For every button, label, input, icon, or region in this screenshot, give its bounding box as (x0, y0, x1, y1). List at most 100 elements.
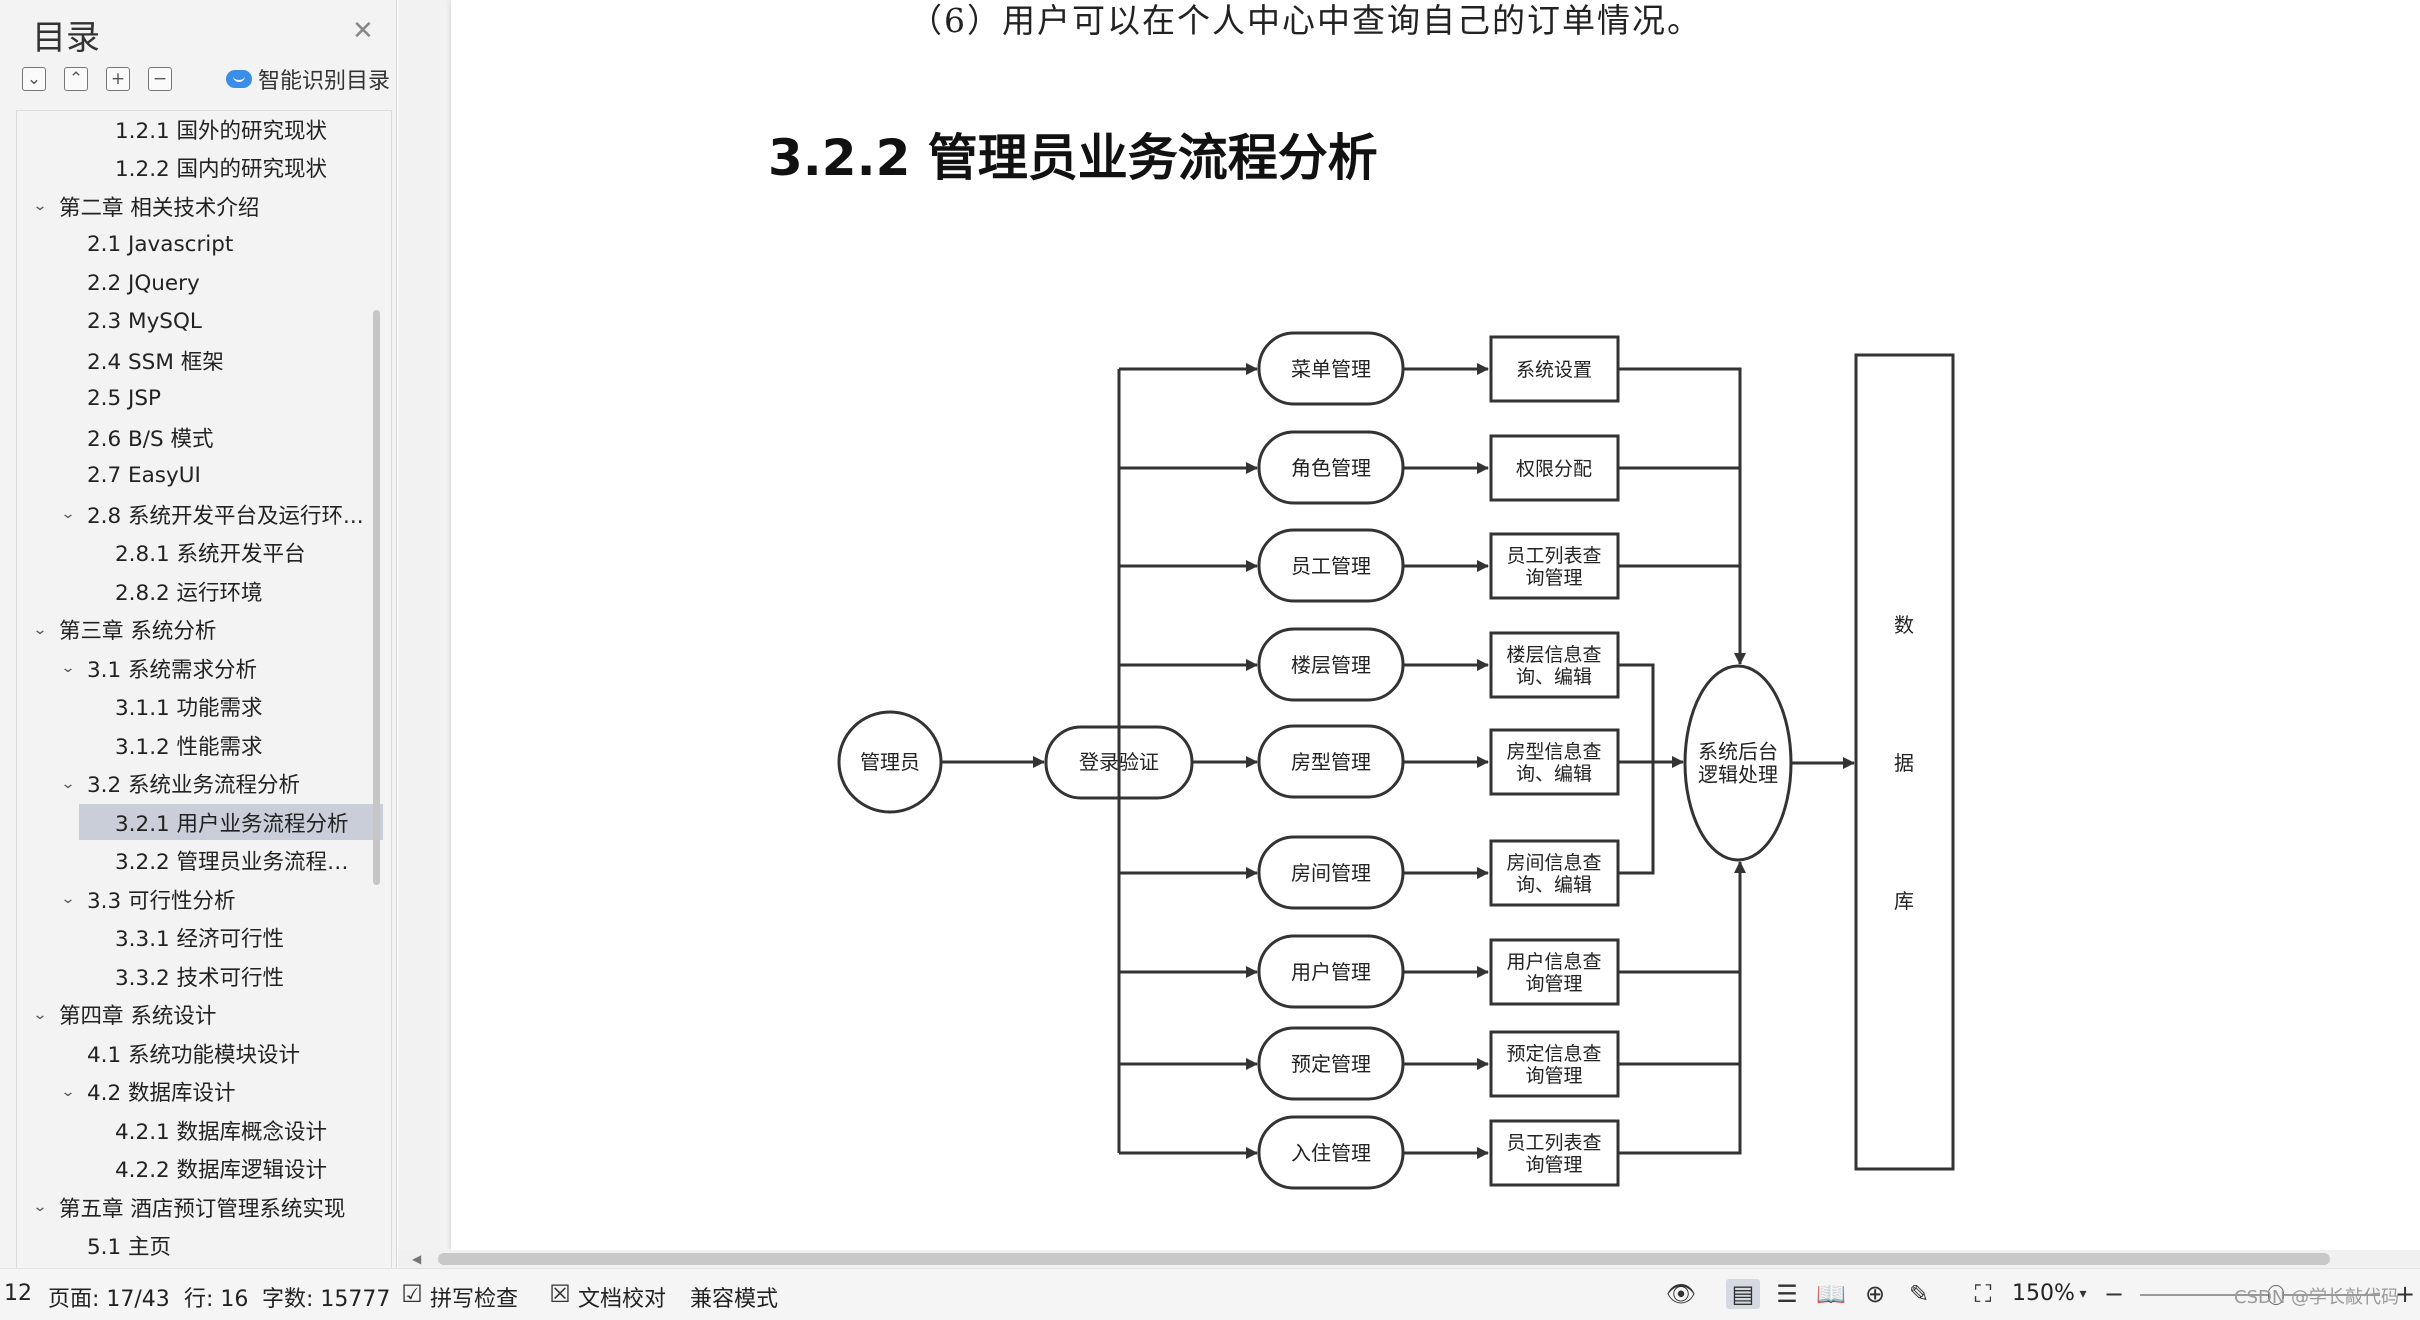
status-word-count[interactable]: 字数: 15777 (262, 1287, 391, 1312)
toc-item-label: 5.1 主页 (87, 1235, 172, 1260)
toc-item[interactable]: 3.3.1 经济可行性 (17, 920, 377, 956)
sub-node-label: 系统设置 (1516, 359, 1592, 381)
module-node-label: 菜单管理 (1291, 357, 1371, 381)
zoom-slider[interactable] (2140, 1294, 2380, 1296)
spellcheck-icon[interactable]: ☑ (401, 1280, 423, 1308)
toc-item-label: 2.4 SSM 框架 (87, 349, 224, 375)
smart-cloud-icon (226, 70, 252, 88)
toc-item[interactable]: 3.2.2 管理员业务流程分... (17, 843, 377, 879)
zoom-in-icon[interactable]: + (2394, 1280, 2416, 1308)
smart-toc-button[interactable]: 智能识别目录 (226, 62, 390, 96)
chevron-down-icon[interactable]: ⌄ (32, 621, 48, 638)
section-heading: 3.2.2 管理员业务流程分析 (768, 129, 1378, 187)
chevron-down-icon[interactable]: ⌄ (60, 506, 76, 522)
sub-node (1489, 1119, 1620, 1187)
status-page[interactable]: 页面: 17/43 (48, 1287, 170, 1312)
database-label-3: 库 (1894, 889, 1914, 913)
toc-item[interactable]: 4.2.2 数据库逻辑设计 (17, 1151, 377, 1187)
toc-item[interactable]: 2.8.1 系统开发平台 (17, 535, 377, 571)
write-view-icon[interactable]: ✎ (1908, 1280, 1930, 1308)
chevron-down-icon[interactable]: ⌄ (60, 775, 76, 792)
scroll-left-icon[interactable]: ◀ (412, 1252, 422, 1266)
module-node-label: 员工管理 (1291, 554, 1371, 578)
smart-toc-label: 智能识别目录 (258, 69, 391, 94)
toc-item[interactable]: 4.2.1 数据库概念设计 (17, 1112, 377, 1148)
toc-item[interactable]: 3.3.2 技术可行性 (17, 958, 377, 994)
sub-node-label: 房型信息查 (1506, 741, 1601, 763)
toc-item[interactable]: ⌄第三章 系统分析 (17, 612, 377, 648)
chevron-down-icon[interactable]: ⌄ (32, 1006, 48, 1023)
chevron-down-icon[interactable]: ⌄ (32, 1199, 48, 1215)
database-node (1854, 353, 1955, 1171)
toc-item-label: 4.1 系统功能模块设计 (87, 1042, 301, 1068)
toc-item[interactable]: 2.7 EasyUI (17, 458, 377, 494)
toc-item[interactable]: 5.1 主页 (17, 1228, 377, 1264)
chevron-down-icon[interactable]: ⌄ (60, 1083, 76, 1100)
chevron-down-icon[interactable]: ⌄ (60, 891, 76, 907)
toc-item[interactable]: ⌄第四章 系统设计 (17, 997, 377, 1033)
collapse-all-icon[interactable]: ⌃ (64, 67, 88, 91)
watermark: CSDN @学长敲代码 (2234, 1287, 2400, 1308)
toc-item[interactable]: 3.1.1 功能需求 (17, 689, 377, 725)
toc-item[interactable]: 2.5 JSP (17, 381, 377, 417)
toc-toolbar: ⌄ ⌃ + − (22, 62, 190, 96)
toc-item[interactable]: ⌄3.2 系统业务流程分析 (17, 766, 377, 802)
toc-scrollbar[interactable] (373, 310, 380, 885)
proofread-button[interactable]: 文档校对 (578, 1287, 667, 1312)
zoom-level[interactable]: 150% (2012, 1281, 2075, 1306)
add-heading-icon[interactable]: + (106, 67, 130, 91)
sub-node-label: 楼层信息查 (1506, 644, 1601, 666)
middle-collector-line (1618, 663, 1655, 875)
status-bar: 12 页面: 17/43 行: 16 字数: 15777 ☑ 拼写检查 ☒ 文档… (0, 1268, 2420, 1320)
toc-item-label: 3.3.1 经济可行性 (115, 927, 285, 952)
chevron-down-icon[interactable]: ⌄ (60, 660, 76, 676)
toc-item[interactable]: 2.8.2 运行环境 (17, 573, 377, 609)
toc-item[interactable]: 1.2.1 国外的研究现状 (17, 111, 377, 147)
toc-item-label: 第五章 酒店预订管理系统实现 (59, 1196, 346, 1222)
toc-item[interactable]: ⌄ 3.3 可行性分析 (17, 881, 377, 917)
module-node-label: 房型管理 (1291, 750, 1371, 774)
toc-item[interactable]: 2.6 B/S 模式 (17, 419, 377, 455)
sub-node (1489, 938, 1620, 1006)
toc-item[interactable]: 3.2.1 用户业务流程分析 (17, 804, 383, 840)
sub-node (1489, 728, 1620, 796)
fit-page-icon[interactable]: ⛶ (1974, 1280, 1992, 1308)
status-row: 行: 16 (184, 1287, 249, 1312)
toc-item-label: 3.2.2 管理员业务流程分... (115, 850, 369, 875)
module-node-label: 角色管理 (1291, 456, 1371, 480)
toc-item[interactable]: 3.1.2 性能需求 (17, 727, 377, 763)
toc-item[interactable]: ⌄第二章 相关技术介绍 (17, 188, 377, 224)
web-view-icon[interactable]: ⊕ (1864, 1280, 1886, 1308)
eye-protection-icon[interactable]: 👁 (1665, 1280, 1697, 1308)
toc-item-label: 2.6 B/S 模式 (87, 426, 214, 452)
zoom-slider-thumb[interactable] (2268, 1285, 2284, 1305)
chevron-down-icon[interactable]: ⌄ (32, 198, 48, 214)
toc-item[interactable]: 1.2.2 国内的研究现状 (17, 150, 377, 186)
horizontal-scroll-thumb[interactable] (438, 1253, 2330, 1265)
toc-item[interactable]: 4.1 系统功能模块设计 (17, 1035, 377, 1071)
toc-item[interactable]: 2.3 MySQL (17, 304, 377, 340)
zoom-out-icon[interactable]: − (2103, 1280, 2125, 1308)
toc-item-label: 2.1 Javascript (87, 232, 234, 257)
toc-selection-highlight (79, 804, 383, 840)
toc-item[interactable]: 2.2 JQuery (17, 265, 377, 301)
toc-item[interactable]: 2.4 SSM 框架 (17, 342, 377, 378)
expand-all-icon[interactable]: ⌄ (22, 67, 46, 91)
reading-view-icon[interactable]: 📖 (1816, 1280, 1846, 1308)
spellcheck-button[interactable]: 拼写检查 (430, 1287, 519, 1312)
outline-view-icon[interactable]: ☰ (1776, 1280, 1798, 1308)
close-icon[interactable]: ✕ (352, 16, 374, 46)
toc-item[interactable]: ⌄ 第五章 酒店预订管理系统实现 (17, 1189, 377, 1225)
toc-item[interactable]: ⌄3.1 系统需求分析 (17, 650, 377, 686)
zoom-dropdown-icon[interactable]: ▾ (2079, 1286, 2087, 1302)
toc-item-label: 1.2.1 国外的研究现状 (115, 118, 328, 144)
toc-item[interactable]: ⌄2.8 系统开发平台及运行环... (17, 496, 377, 532)
proofread-icon[interactable]: ☒ (549, 1280, 571, 1308)
toc-item[interactable]: ⌄4.2 数据库设计 (17, 1074, 377, 1110)
page-view-icon[interactable]: ▤ (1726, 1279, 1760, 1309)
toc-item[interactable]: 2.1 Javascript (17, 227, 377, 263)
remove-heading-icon[interactable]: − (148, 67, 172, 91)
sub-node-label: 权限分配 (1516, 458, 1592, 480)
toc-item-label: 3.3 可行性分析 (87, 888, 236, 914)
document-page: （6）用户可以在个人中心中查询自己的订单情况。 3.2.2 管理员业务流程分析 … (451, 0, 2420, 1250)
